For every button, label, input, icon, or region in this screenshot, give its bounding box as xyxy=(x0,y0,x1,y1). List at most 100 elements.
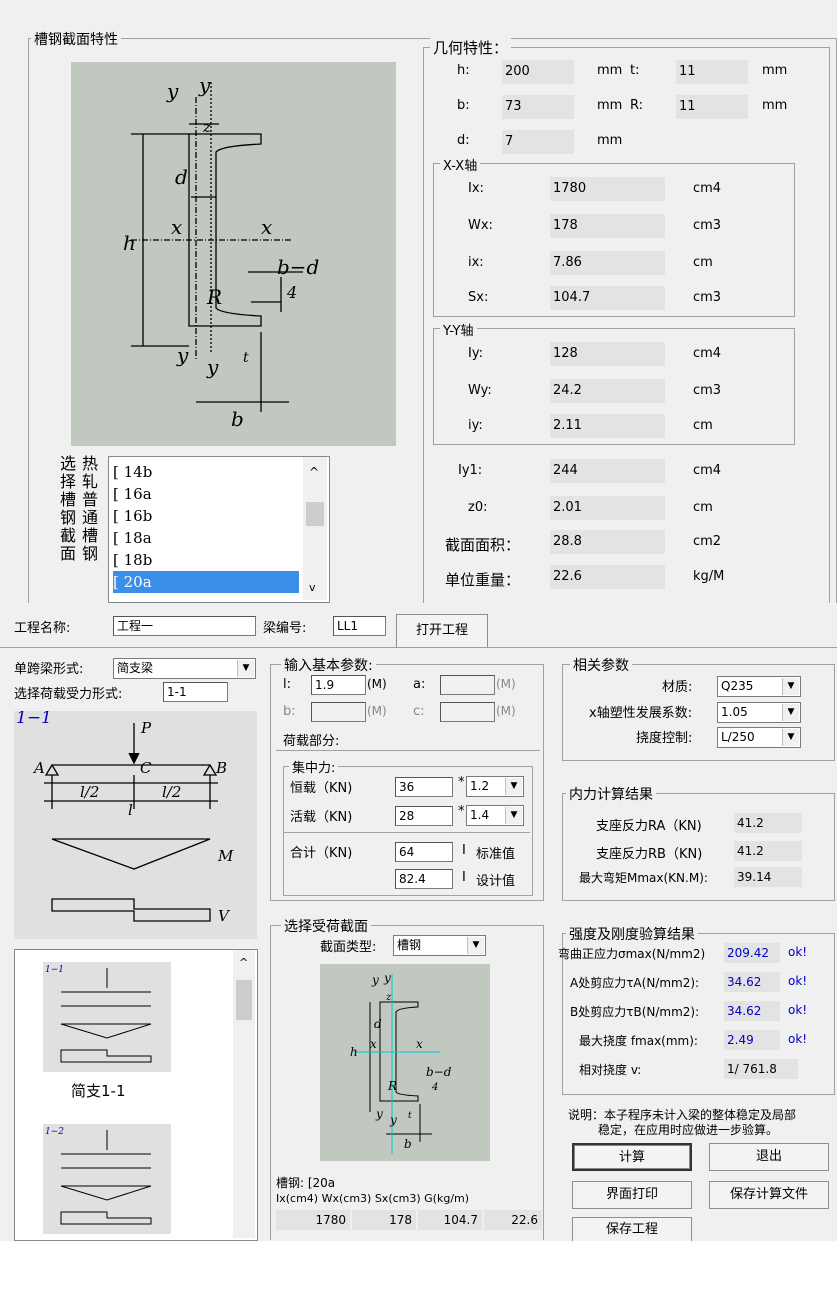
h-label: h: xyxy=(457,63,470,78)
thumb-case-1-1[interactable]: 1−1 xyxy=(43,962,171,1072)
list-item[interactable]: [ 18a xyxy=(113,529,152,547)
diagram-label-h: h xyxy=(123,231,136,255)
channel-size-listbox[interactable]: [ 14b [ 16a [ 16b [ 18a [ 18b [ 20a ^ v xyxy=(108,456,330,603)
Wx-label: Wx: xyxy=(468,218,493,233)
tauB-ok: ok! xyxy=(788,1003,808,1017)
select-channel-label: 选择槽钢截面 xyxy=(60,454,77,563)
sigma-label: 弯曲正应力σmax(N/mm2) xyxy=(558,947,706,961)
b-input[interactable] xyxy=(311,702,366,722)
yy-axis-group xyxy=(433,328,795,445)
print-interface-button[interactable]: 界面打印 xyxy=(572,1181,692,1209)
unit-weight-value: 22.6 xyxy=(550,565,665,589)
sel-diagram-z0: z xyxy=(385,992,392,1003)
chevron-down-icon[interactable]: ▼ xyxy=(782,678,799,695)
section-type-select[interactable]: 槽钢 ▼ xyxy=(393,935,486,956)
material-select[interactable]: Q235 ▼ xyxy=(717,676,801,697)
chevron-down-icon[interactable]: ▼ xyxy=(505,807,522,824)
unit-weight-label: 单位重量： xyxy=(445,571,521,589)
scroll-up-icon[interactable]: ^ xyxy=(239,956,249,969)
d-label: d: xyxy=(457,133,470,148)
l-input[interactable]: 1.9 xyxy=(311,675,366,695)
project-name-label: 工程名称: xyxy=(14,621,71,636)
b-label: b: xyxy=(457,98,470,113)
z0-value: 2.01 xyxy=(550,496,665,520)
sel-diagram-y: y xyxy=(383,971,391,985)
relative-deflection-label: 相对挠度 v: xyxy=(579,1063,642,1077)
span-form-select[interactable]: 简支梁 ▼ xyxy=(113,658,256,679)
chevron-down-icon[interactable]: ▼ xyxy=(782,729,799,746)
list-item[interactable]: [ 18b xyxy=(113,551,153,569)
chevron-down-icon[interactable]: ▼ xyxy=(467,937,484,954)
dead-factor-select[interactable]: 1.2 ▼ xyxy=(466,776,524,797)
t-value: 11 xyxy=(676,60,748,84)
total-label: 合计（KN) xyxy=(290,846,353,861)
a-input[interactable] xyxy=(440,675,495,695)
RA-value: 41.2 xyxy=(734,813,802,833)
scroll-up-icon[interactable]: ^ xyxy=(309,465,320,479)
scroll-thumb[interactable] xyxy=(306,502,324,526)
channel-section-diagram: y y z d x x h b−d 4 R y y t b xyxy=(71,62,396,446)
d-unit: mm xyxy=(597,133,623,148)
thumbnails-scrollbar[interactable]: ^ xyxy=(233,950,255,1238)
thumb-case-1-2[interactable]: 1−2 xyxy=(43,1124,171,1234)
Mmax-label: 最大弯矩Mmax(KN.M): xyxy=(579,871,708,885)
ix-value: 7.86 xyxy=(550,251,665,275)
l-label: l: xyxy=(283,677,291,692)
project-name-input[interactable]: 工程一 xyxy=(113,616,256,636)
list-item-selected[interactable]: [ 20a xyxy=(113,571,299,593)
h-unit: mm xyxy=(597,63,623,78)
load-case-thumbnails[interactable]: 1−1 简支1-1 1−2 ^ xyxy=(14,949,258,1241)
live-load-input[interactable]: 28 xyxy=(395,806,453,826)
sel-diagram-R: R xyxy=(387,1079,397,1093)
sel-diagram-x-left: x xyxy=(370,1037,377,1051)
span-l-label: l xyxy=(128,801,133,819)
list-item[interactable]: [ 16b xyxy=(113,507,153,525)
live-factor-select[interactable]: 1.4 ▼ xyxy=(466,805,524,826)
load-form-input[interactable]: 1-1 xyxy=(163,682,228,702)
plastic-coef-select[interactable]: 1.05 ▼ xyxy=(717,702,801,723)
chevron-down-icon[interactable]: ▼ xyxy=(505,778,522,795)
open-project-button[interactable]: 打开工程 xyxy=(396,614,488,648)
support-B-label: B xyxy=(215,759,227,777)
beam-number-input[interactable]: LL1 xyxy=(333,616,386,636)
R-value: 11 xyxy=(676,95,748,119)
load-form-label: 选择荷载受力形式: xyxy=(14,687,123,702)
exit-button[interactable]: 退出 xyxy=(709,1143,829,1171)
scroll-down-icon[interactable]: v xyxy=(309,581,316,594)
calculate-button[interactable]: 计算 xyxy=(572,1143,692,1171)
RA-label: 支座反力RA（KN) xyxy=(596,819,702,834)
related-params-title: 相关参数 xyxy=(570,655,632,675)
save-calc-file-button[interactable]: 保存计算文件 xyxy=(709,1181,829,1209)
sel-diagram-4: 4 xyxy=(431,1082,438,1093)
R-unit: mm xyxy=(762,98,788,113)
c-input[interactable] xyxy=(440,702,495,722)
deflection-control-select[interactable]: L/250 ▼ xyxy=(717,727,801,748)
RB-value: 41.2 xyxy=(734,841,802,861)
force-results-group xyxy=(562,793,835,901)
steel-Ix-value: 1780 xyxy=(276,1210,350,1230)
t-unit: mm xyxy=(762,63,788,78)
list-item[interactable]: [ 14b xyxy=(113,463,153,481)
diagram-label-R: R xyxy=(206,285,222,309)
header-divider xyxy=(0,647,837,648)
dead-factor-value: 1.2 xyxy=(470,779,490,793)
diagram-label-t: t xyxy=(243,350,249,366)
sigma-ok: ok! xyxy=(788,945,808,959)
tauB-value: 34.62 xyxy=(724,1001,780,1021)
sel-diagram-t: t xyxy=(408,1111,412,1121)
Sx-value: 104.7 xyxy=(550,286,665,310)
scroll-thumb[interactable] xyxy=(236,980,252,1020)
input-params-title: 输入基本参数: xyxy=(281,655,376,675)
list-item[interactable]: [ 16a xyxy=(113,485,152,503)
diagram-label-b-d: b−d xyxy=(277,255,319,279)
chevron-down-icon[interactable]: ▼ xyxy=(237,660,254,677)
chevron-down-icon[interactable]: ▼ xyxy=(782,704,799,721)
dead-load-input[interactable]: 36 xyxy=(395,777,453,797)
tauB-label: B处剪应力τB(N/mm2): xyxy=(570,1005,700,1019)
z0-unit: cm xyxy=(693,500,713,515)
Ix-label: Ix: xyxy=(468,181,484,196)
steel-G-value: 22.6 xyxy=(484,1210,542,1230)
list-scrollbar[interactable]: ^ v xyxy=(303,457,327,600)
save-project-button[interactable]: 保存工程 xyxy=(572,1217,692,1241)
area-label: 截面面积： xyxy=(445,536,521,554)
